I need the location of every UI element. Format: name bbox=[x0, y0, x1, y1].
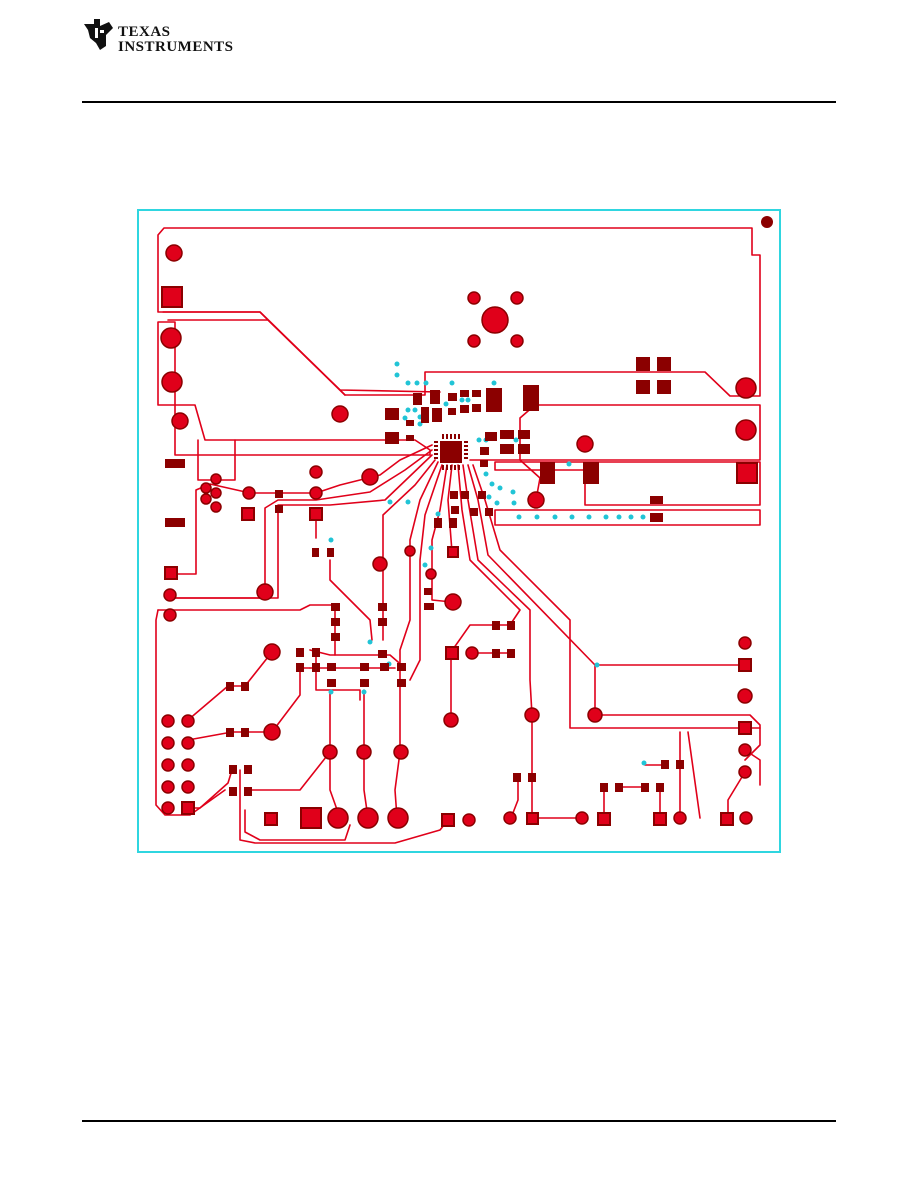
smd-pads bbox=[165, 357, 684, 796]
copper-traces bbox=[156, 228, 760, 843]
footer-rule bbox=[82, 1120, 836, 1122]
board-outline bbox=[138, 210, 780, 852]
through-hole-pads bbox=[161, 216, 773, 828]
